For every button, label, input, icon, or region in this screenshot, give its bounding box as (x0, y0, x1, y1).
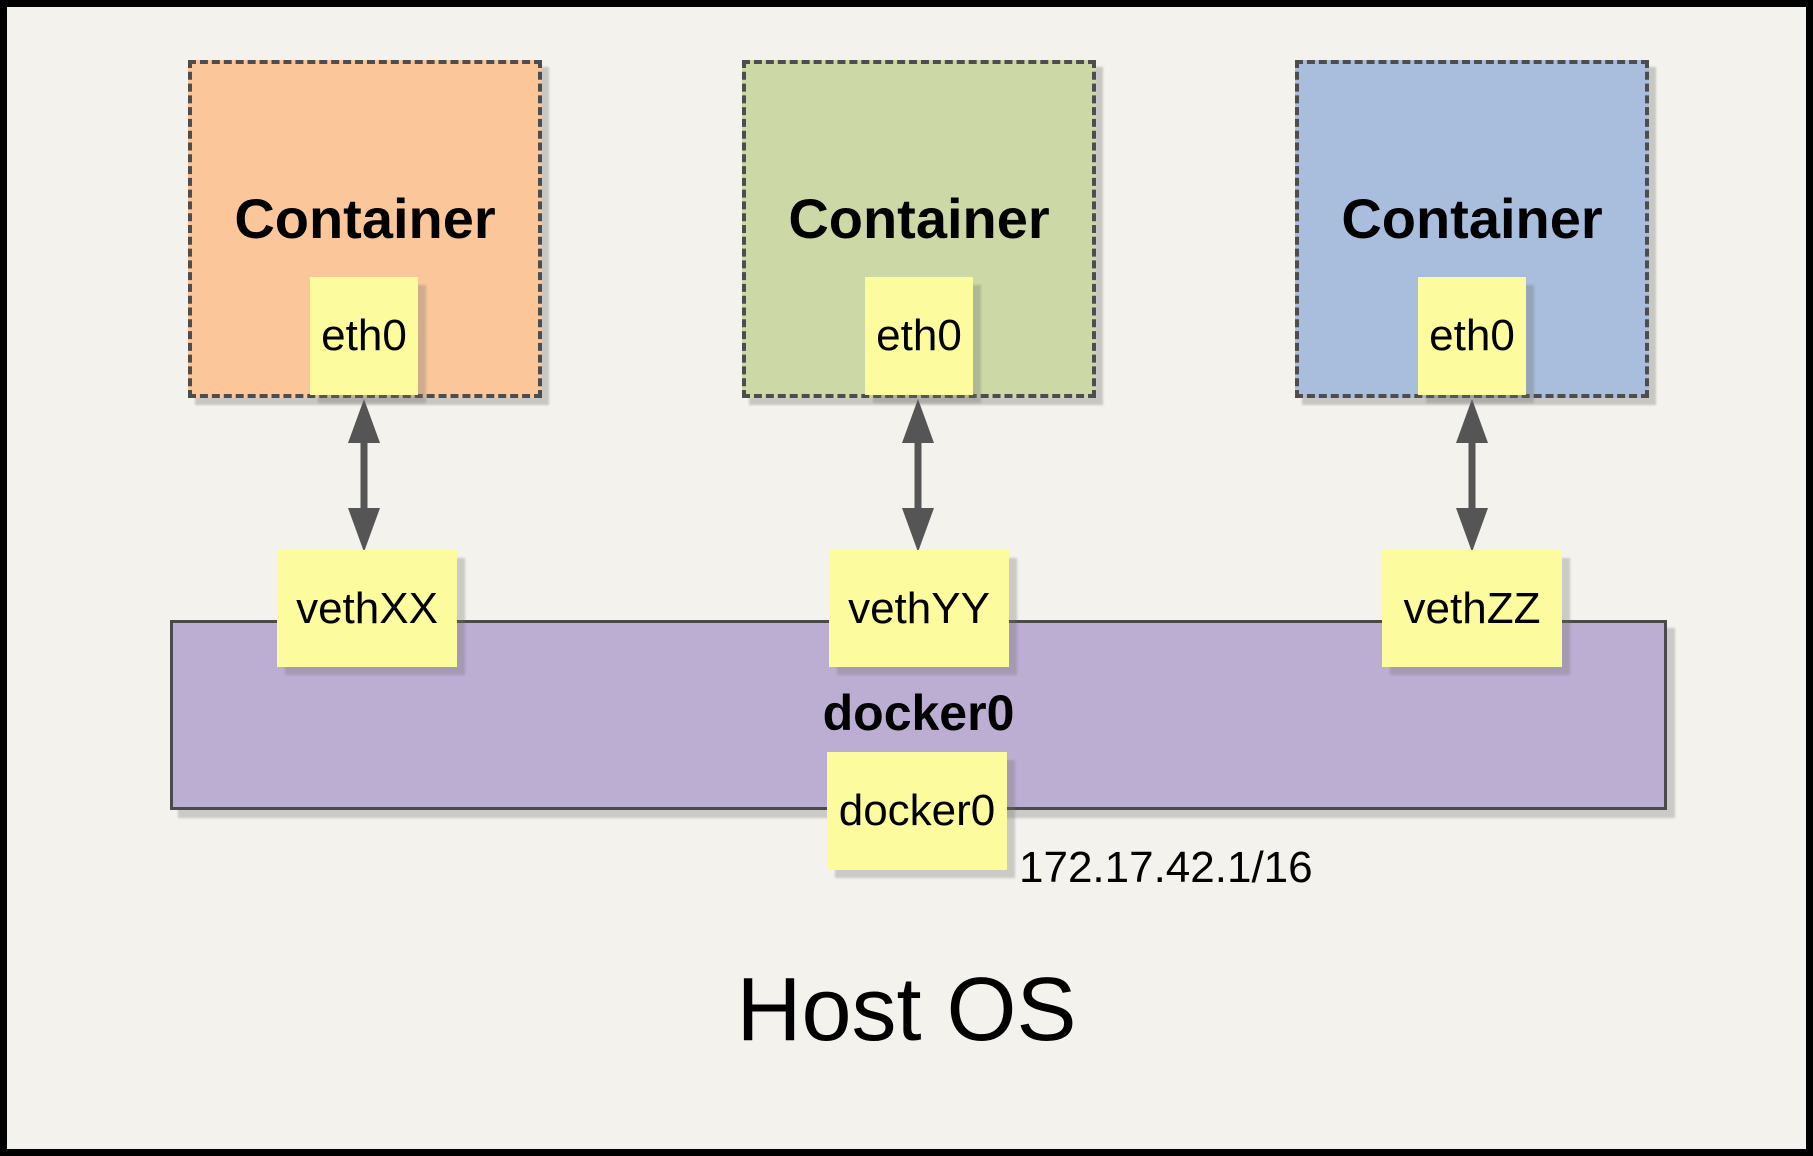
docker0-interface-box: docker0 (827, 752, 1007, 870)
container-title-1: Container (234, 187, 496, 250)
eth0-box-1: eth0 (310, 277, 418, 395)
eth0-box-3: eth0 (1418, 277, 1526, 395)
veth-connection-arrow-2 (902, 399, 934, 552)
container-title-3: Container (1341, 187, 1603, 250)
veth-connection-arrow-3 (1456, 399, 1488, 552)
container-title-2: Container (788, 187, 1050, 250)
vethyy-box: vethYY (829, 550, 1009, 667)
vethzz-box: vethZZ (1382, 550, 1562, 667)
bridge-ip-label: 172.17.42.1/16 (1019, 843, 1313, 892)
veth-connection-arrow-1 (348, 399, 380, 552)
host-os-label: Host OS (736, 960, 1077, 1060)
docker0-bridge-label: docker0 (822, 685, 1015, 741)
vethxx-box: vethXX (277, 550, 457, 667)
eth0-box-2: eth0 (865, 277, 973, 395)
